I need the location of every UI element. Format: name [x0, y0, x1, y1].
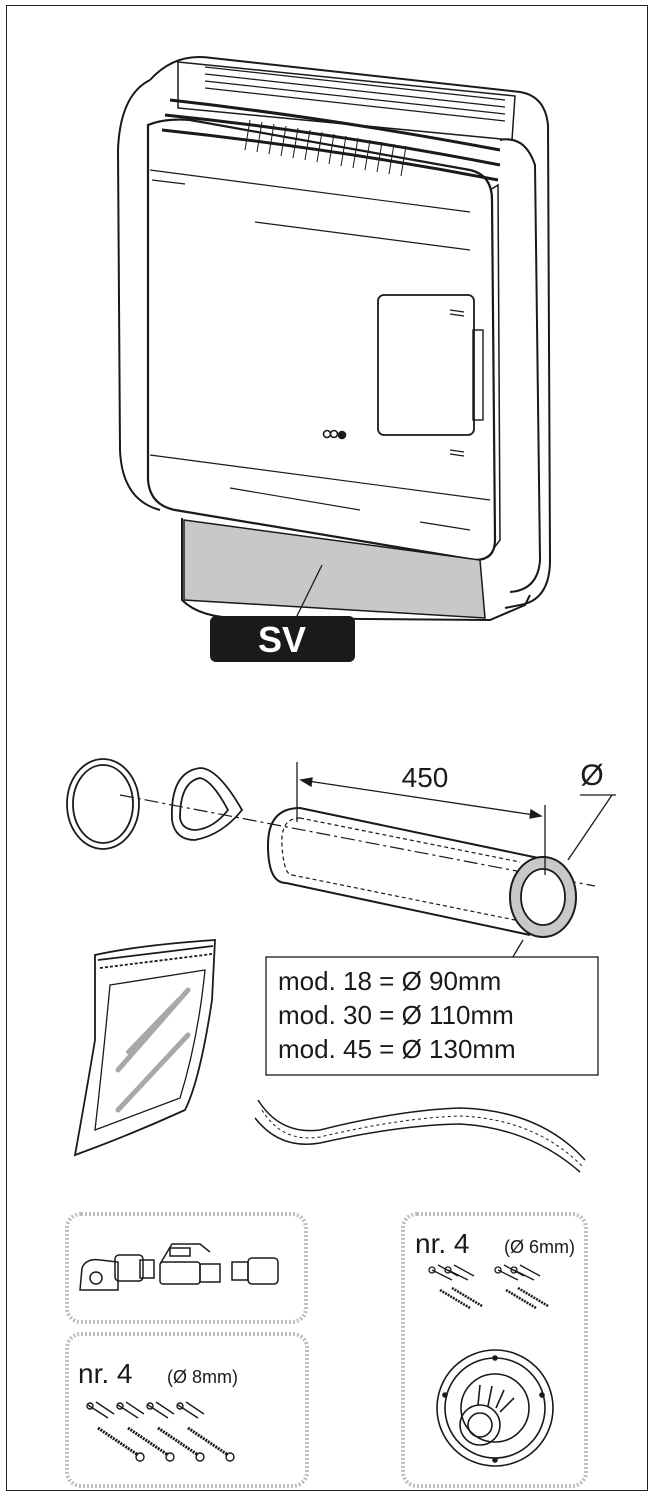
sv-leader-line [294, 564, 323, 621]
model-line-2: mod. 30 = Ø 110mm [278, 1000, 514, 1030]
anchor-kit-6mm-box [401, 1212, 588, 1488]
anchor-kit-8mm-count: nr. 4 [78, 1358, 132, 1389]
anchor-kit-8mm-box [65, 1332, 309, 1488]
page-frame [6, 5, 648, 1491]
wall-plugs-6mm [428, 1264, 549, 1310]
sealing-strip [254, 1099, 586, 1173]
sv-badge [210, 616, 355, 662]
anchor-kit-8mm-size: (Ø 8mm) [167, 1367, 238, 1387]
valve-fittings [79, 1243, 279, 1291]
heater-unit [116, 56, 552, 622]
model-line-1: mod. 18 = Ø 90mm [278, 966, 501, 996]
model-table-box [265, 956, 599, 1076]
length-label: 450 [402, 762, 449, 793]
base-plinth [183, 519, 486, 619]
gasket-ring [66, 758, 140, 850]
model-line-3: mod. 45 = Ø 130mm [278, 1034, 516, 1064]
diameter-symbol: Ø [580, 759, 603, 792]
terminal-cap [171, 767, 244, 841]
flue-pipe [266, 807, 549, 936]
anchor-kit-6mm-count: nr. 4 [415, 1228, 469, 1259]
length-dimension [296, 762, 546, 875]
anchor-kit-6mm-size: (Ø 6mm) [504, 1237, 575, 1257]
wall-plugs-8mm [86, 1401, 235, 1462]
document-pouch [73, 939, 216, 1157]
sv-badge-label: SV [258, 619, 306, 660]
pipe-end-inner [520, 868, 566, 926]
terminal-grille [436, 1349, 554, 1467]
axis-line [119, 794, 596, 887]
fittings-kit-box [65, 1212, 308, 1324]
